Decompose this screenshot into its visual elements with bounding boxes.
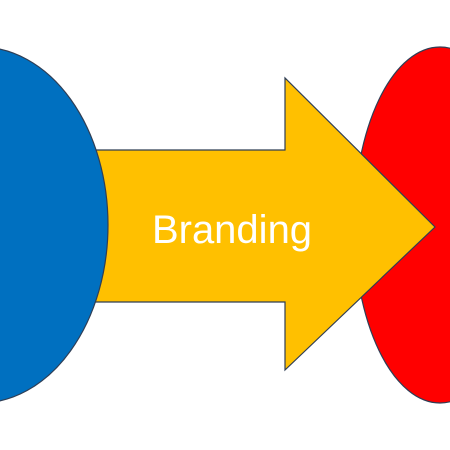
branding-arrow	[84, 76, 436, 372]
left-circle	[0, 48, 109, 402]
arrow-label: Branding	[152, 208, 312, 252]
